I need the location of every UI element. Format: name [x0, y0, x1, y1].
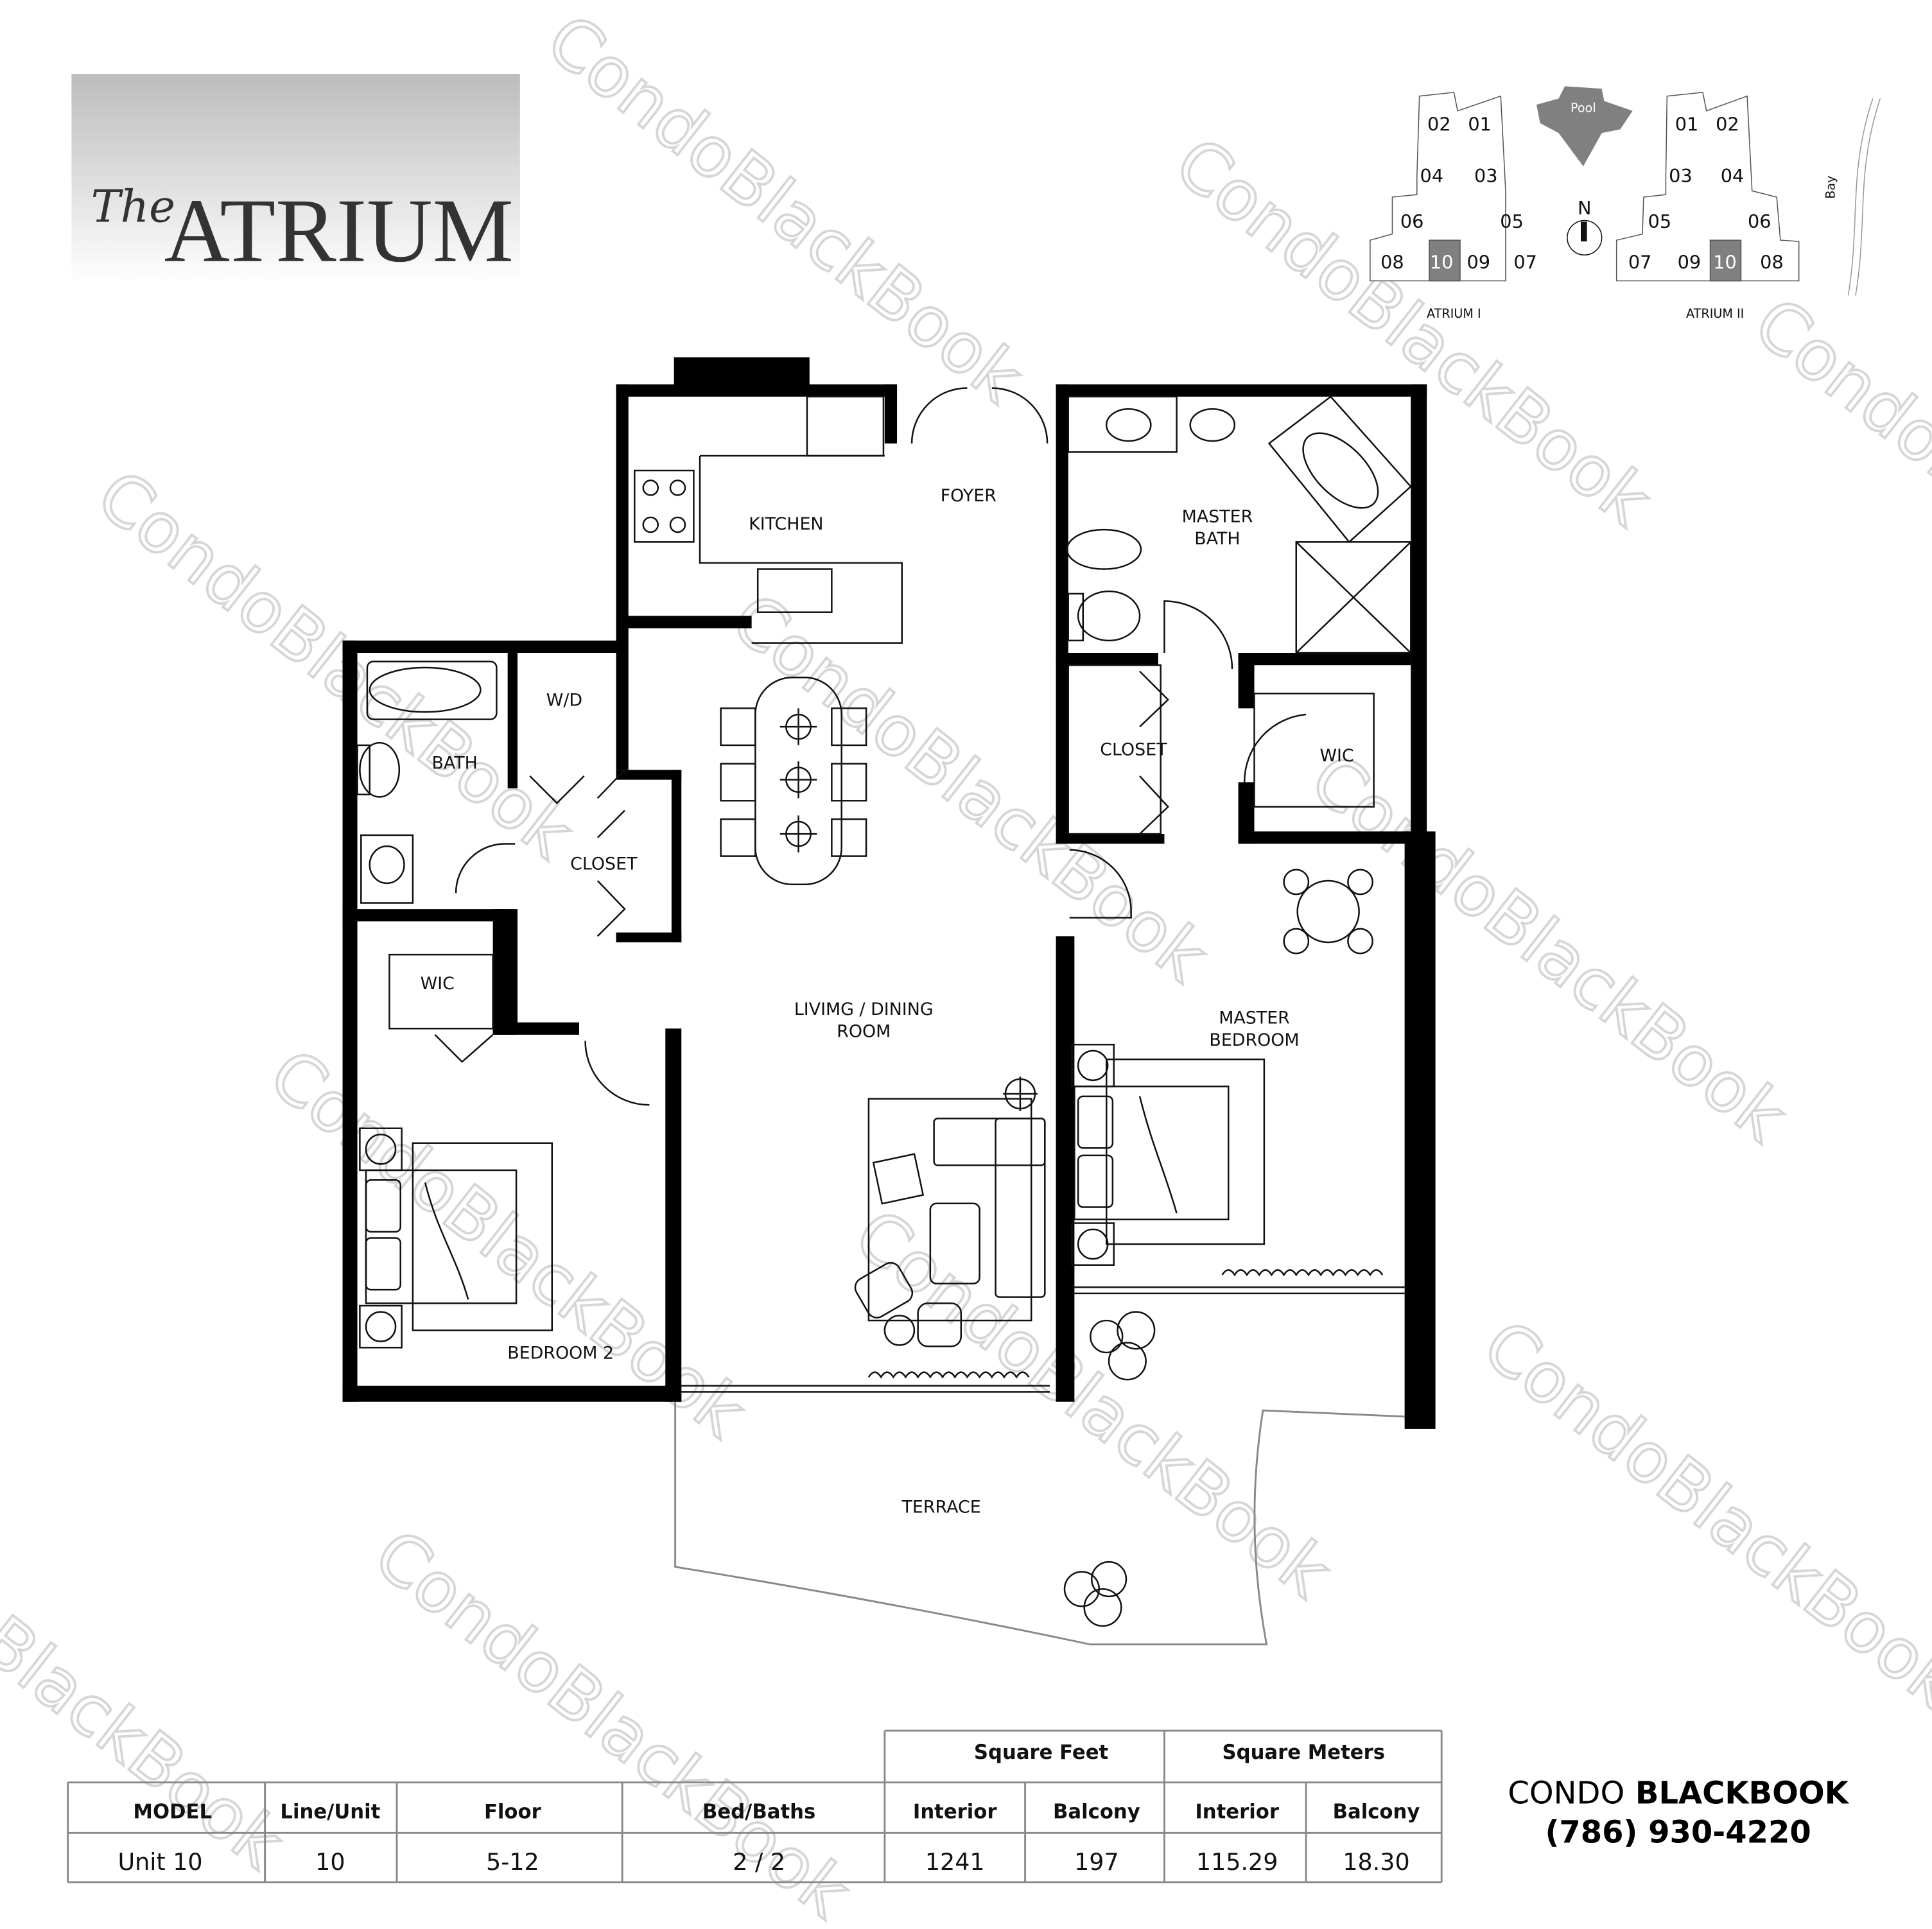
svg-text:Square Meters: Square Meters	[1223, 1742, 1385, 1764]
svg-text:08: 08	[1380, 251, 1404, 273]
svg-text:MODEL: MODEL	[133, 1801, 212, 1823]
brand-name-bold: BLACKBOOK	[1635, 1775, 1850, 1811]
svg-text:03: 03	[1474, 165, 1498, 187]
room-bath: BATH	[431, 753, 477, 773]
svg-text:Line/Unit: Line/Unit	[280, 1801, 380, 1823]
svg-text:02: 02	[1427, 113, 1451, 135]
svg-text:10: 10	[315, 1848, 345, 1876]
svg-text:Interior: Interior	[913, 1801, 997, 1823]
room-closet: CLOSET	[1100, 740, 1167, 759]
brand-name-light: CONDO	[1508, 1775, 1624, 1811]
room-foyer: FOYER	[941, 486, 996, 506]
room-master-bedroom: BEDROOM	[1209, 1030, 1299, 1050]
watermark: CondoBlackBook	[1739, 282, 1932, 702]
svg-text:06: 06	[1400, 211, 1424, 232]
atrium-2-label: ATRIUM II	[1686, 306, 1744, 321]
svg-text:115.29: 115.29	[1196, 1848, 1278, 1876]
svg-text:08: 08	[1760, 251, 1784, 273]
svg-text:5-12: 5-12	[486, 1848, 539, 1876]
room-wic: WIC	[421, 974, 455, 994]
svg-text:Square Feet: Square Feet	[974, 1742, 1108, 1764]
svg-text:18.30: 18.30	[1343, 1848, 1409, 1876]
watermark: CondoBlackBook	[1296, 738, 1801, 1157]
svg-text:197: 197	[1074, 1848, 1119, 1876]
svg-text:Bed/Baths: Bed/Baths	[702, 1801, 815, 1823]
brand-block: CONDO BLACKBOOK (786) 930-4220	[1508, 1775, 1849, 1850]
svg-text:04: 04	[1721, 165, 1745, 187]
room-kitchen: KITCHEN	[749, 514, 823, 534]
svg-text:Unit 10: Unit 10	[117, 1848, 202, 1876]
logo-name: ATRIUM	[164, 180, 514, 281]
svg-text:07: 07	[1628, 251, 1652, 273]
north-arrow-icon: N	[1578, 197, 1592, 219]
svg-text:02: 02	[1716, 113, 1739, 135]
svg-text:Balcony: Balcony	[1053, 1801, 1140, 1823]
svg-text:2 / 2: 2 / 2	[733, 1848, 785, 1876]
watermark: CondoBlackBook	[1468, 1305, 1932, 1724]
svg-text:05: 05	[1648, 211, 1672, 232]
svg-text:10: 10	[1430, 251, 1454, 273]
svg-text:Balcony: Balcony	[1333, 1801, 1420, 1823]
room-master-bath: MASTER	[1182, 507, 1253, 527]
room-living-dining: ROOM	[837, 1022, 891, 1042]
svg-text:CONDO BLACKBOOK: CONDO BLACKBOOK	[1508, 1775, 1849, 1811]
room-terrace: TERRACE	[901, 1497, 980, 1517]
svg-text:Floor: Floor	[484, 1801, 542, 1823]
svg-text:1241: 1241	[925, 1848, 985, 1876]
terrace-outline	[674, 1401, 1405, 1646]
unit-info-table	[67, 1729, 1443, 1883]
svg-text:09: 09	[1466, 251, 1490, 273]
svg-text:07: 07	[1513, 251, 1537, 273]
room-master-bedroom: MASTER	[1219, 1008, 1290, 1028]
room-labels: KITCHEN FOYER MASTER BATH W/D BATH CLOSE…	[421, 486, 1354, 1517]
brand-phone: (786) 930-4220	[1545, 1815, 1811, 1851]
svg-text:03: 03	[1669, 165, 1693, 187]
room-wic: WIC	[1319, 746, 1353, 766]
bay-label: Bay	[1823, 176, 1838, 199]
logo-script: The	[91, 181, 175, 232]
svg-text:06: 06	[1748, 211, 1771, 232]
pool-label: Pool	[1571, 101, 1596, 116]
walls	[342, 357, 1436, 1429]
svg-text:Interior: Interior	[1195, 1801, 1279, 1823]
watermark: CondoBlackBook	[717, 578, 1222, 998]
svg-text:01: 01	[1675, 113, 1699, 135]
svg-text:10: 10	[1713, 251, 1737, 273]
watermark: CondoBlackBook	[840, 1194, 1345, 1613]
key-plan	[1370, 86, 1881, 296]
room-master-bath: BATH	[1194, 529, 1240, 549]
svg-text:04: 04	[1420, 165, 1444, 187]
table-text: Square Feet Square Meters MODEL Line/Uni…	[117, 1742, 1420, 1876]
atrium-1-label: ATRIUM I	[1427, 306, 1481, 321]
svg-text:01: 01	[1468, 113, 1492, 135]
room-wd: W/D	[546, 691, 582, 711]
room-bedroom-2: BEDROOM 2	[507, 1344, 614, 1363]
watermark: CondoBlackBook	[360, 1514, 865, 1929]
key-plan-labels: 02 01 04 03 06 05 08 10 09 07 ATRIUM I 0…	[1380, 101, 1838, 321]
room-closet: CLOSET	[570, 854, 638, 874]
fixtures	[356, 387, 1412, 1627]
svg-text:05: 05	[1500, 211, 1524, 232]
watermark: CondoBlackBook	[532, 0, 1037, 419]
svg-text:09: 09	[1678, 251, 1701, 273]
room-living-dining: LIVIMG / DINING	[794, 999, 934, 1019]
atrium-logo: The ATRIUM	[71, 74, 520, 284]
